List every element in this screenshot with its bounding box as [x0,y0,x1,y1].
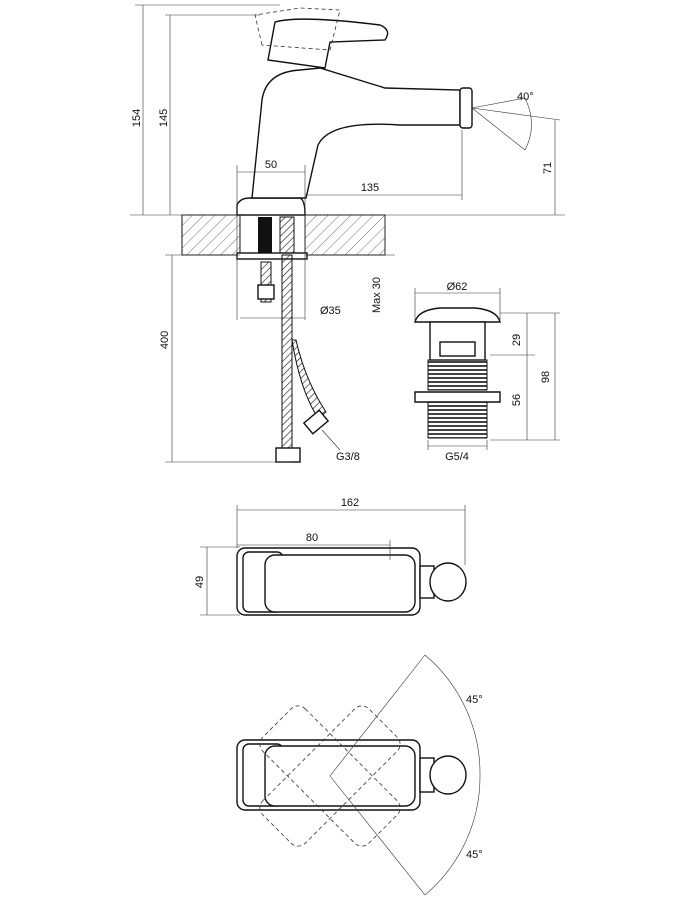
rotation-view [236,654,481,896]
dim-spout-reach: 135 [361,182,379,194]
dim-handle-length: 80 [306,532,318,544]
dim-thread-length: 56 [511,394,523,406]
lever [267,18,389,69]
dim-cap-height: 29 [511,334,523,346]
top-view [200,505,467,616]
aerator [459,87,473,129]
dim-rotation-upper: 45° [466,694,483,706]
dim-total-height: 98 [540,371,552,383]
dim-height-total: 154 [131,109,143,127]
side-view-faucet [130,4,565,463]
dim-top-length: 162 [341,497,359,509]
waste-valve [414,288,560,450]
dim-hole-diameter: Ø35 [320,305,341,317]
dim-cap-diameter: Ø62 [447,281,468,293]
dim-rotation-lower: 45° [466,849,483,861]
dim-spray-angle: 40° [517,91,534,103]
dim-hose-thread: G3/8 [336,451,360,463]
lever-raised-outline [254,7,341,51]
dim-aerator-height: 71 [542,162,554,174]
dim-base-width: 50 [265,159,277,171]
dim-waste-thread: G5/4 [445,451,469,463]
dim-top-width: 49 [194,576,206,588]
dim-max-counter: Max 30 [371,277,383,313]
dim-hose-length: 400 [159,331,171,349]
dim-height-spout: 145 [158,109,170,127]
